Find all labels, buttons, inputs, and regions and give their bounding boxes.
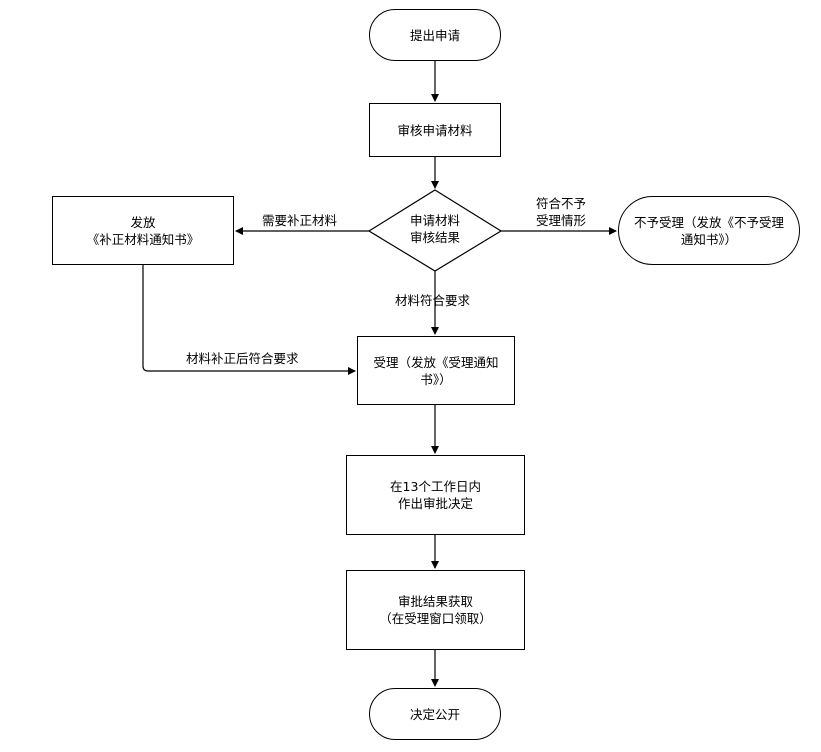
arrow-supplement-to-accept <box>142 265 356 375</box>
supplement-node-label: 发放 《补正材料通知书》 <box>86 214 200 247</box>
decision-node-label: 申请材料 审核结果 <box>409 213 460 245</box>
supplement-node: 发放 《补正材料通知书》 <box>52 196 234 265</box>
reject-node: 不予受理（发放《不予受理 通知书》） <box>618 196 800 265</box>
accept-node: 受理（发放《受理通知 书》） <box>357 336 515 405</box>
collect-node-label: 审批结果获取 （在受理窗口领取） <box>379 594 492 626</box>
edge-label-need-supplement: 需要补正材料 <box>262 213 338 228</box>
accept-node-label: 受理（发放《受理通知 书》） <box>373 354 499 387</box>
edge-label-eligible: 材料符合要求 <box>395 293 471 308</box>
start-node: 提出申请 <box>369 9 501 61</box>
review-node: 审核申请材料 <box>369 103 501 157</box>
reject-node-label: 不予受理（发放《不予受理 通知书》） <box>633 214 784 247</box>
collect-node: 审批结果获取 （在受理窗口领取） <box>346 570 525 650</box>
review-node-label: 审核申请材料 <box>397 122 473 138</box>
edge-label-not-eligible: 符合不予 受理情形 <box>536 196 587 228</box>
publish-node-label: 决定公开 <box>409 706 460 722</box>
publish-node: 决定公开 <box>369 688 501 740</box>
start-node-label: 提出申请 <box>409 27 460 43</box>
edge-label-after-supplement: 材料补正后符合要求 <box>186 351 299 366</box>
approve-node-label: 在13个工作日内 作出审批决定 <box>390 479 481 511</box>
approve-node: 在13个工作日内 作出审批决定 <box>346 455 525 535</box>
